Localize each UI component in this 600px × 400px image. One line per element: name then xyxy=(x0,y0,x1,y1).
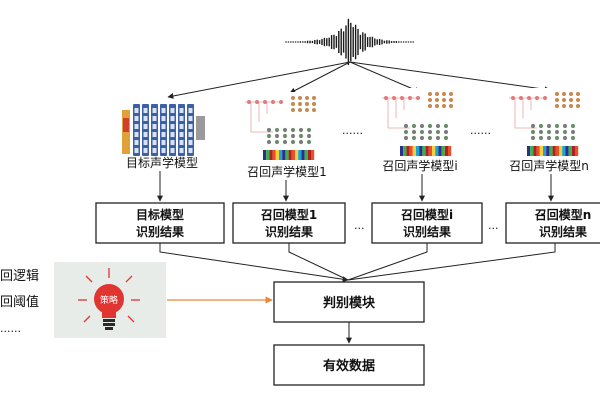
model-to-result-arrows xyxy=(157,171,554,202)
target-result-box: 目标模型 识别结果 xyxy=(95,202,225,244)
recall-n-result-box: 召回模型n 识别结果 xyxy=(505,202,600,244)
strategy-item-2: ...... xyxy=(0,322,21,335)
recall-1-result-line2: 识别结果 xyxy=(265,224,313,239)
result-to-judge-arrows xyxy=(159,243,556,283)
strategy-panel: 策略 xyxy=(54,262,166,338)
waveform-to-model-arrows xyxy=(167,61,551,99)
sound-waveform-icon xyxy=(285,18,414,66)
recall-i-result-line1: 召回模型i xyxy=(401,207,453,222)
valid-data-label: 有效数据 xyxy=(323,358,375,374)
target-model-network-icon xyxy=(122,104,205,156)
recall-acoustic-model-i-label: 召回声学模型i xyxy=(382,158,457,173)
recall-n-result-line2: 识别结果 xyxy=(539,224,587,239)
recall-i-result-box: 召回模型i 识别结果 xyxy=(371,202,483,244)
recall-i-result-line2: 识别结果 xyxy=(403,224,451,239)
recall-model-i-network-icon xyxy=(380,88,458,160)
recall-model-n-network-icon xyxy=(507,88,585,160)
judge-module-label: 判别模块 xyxy=(323,295,376,311)
recall-acoustic-model-n-label: 召回声学模型n xyxy=(509,158,589,173)
recall-1-result-line1: 召回模型1 xyxy=(261,207,317,222)
bulb-label: 策略 xyxy=(100,294,118,306)
recall-acoustic-model-1-label: 召回声学模型1 xyxy=(247,164,327,179)
strategy-item-0: 回逻辑 xyxy=(0,269,39,284)
target-result-line2: 识别结果 xyxy=(136,224,184,239)
lightbulb-icon: 策略 xyxy=(78,268,140,330)
recall-1-result-box: 召回模型1 识别结果 xyxy=(232,202,346,244)
strategy-item-1: 回阈值 xyxy=(0,294,39,310)
model-ellipsis-b: ...... xyxy=(470,124,491,137)
result-dots-a: ... xyxy=(354,219,365,232)
judge-module-box: 判别模块 xyxy=(273,281,425,323)
target-acoustic-model-label: 目标声学模型 xyxy=(126,155,198,170)
recall-model-1-network-icon xyxy=(243,92,321,164)
model-ellipsis-a: ...... xyxy=(342,124,363,137)
valid-data-box: 有效数据 xyxy=(273,344,425,386)
recall-n-result-line1: 召回模型n xyxy=(535,207,592,222)
target-result-line1: 目标模型 xyxy=(136,207,184,222)
result-dots-b: ... xyxy=(488,219,499,232)
